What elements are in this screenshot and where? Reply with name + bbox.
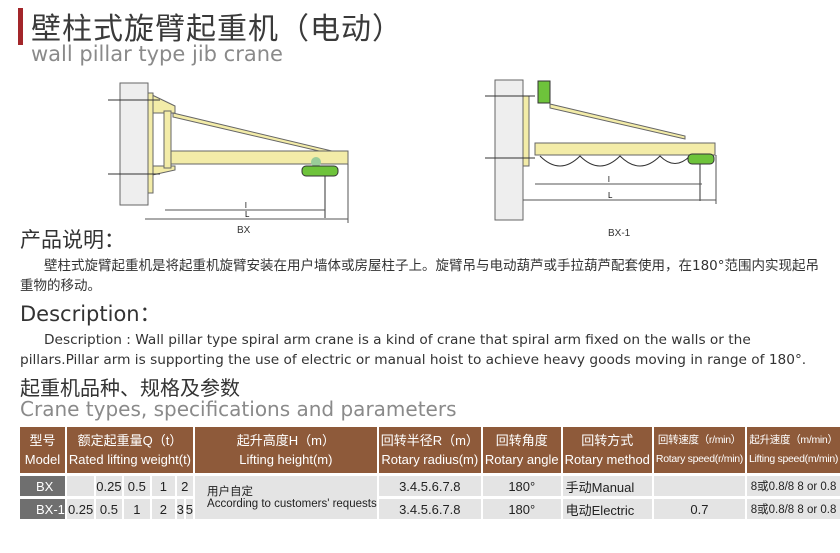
cell-weight: 0.5 [96,499,122,522]
dim-large-label: L [245,210,250,219]
cell-weight [66,476,95,499]
cell-angle: 180° [482,499,561,522]
diagram-bx: l L BX [108,82,349,236]
page-subtitle: wall pillar type jib crane [31,42,283,66]
diagram-label: BX-1 [608,228,631,239]
col-header-radius: 回转半径R（m）Rotary radius(m) [378,427,481,476]
product-desc-text: 壁柱式旋臂起重机是将起重机旋臂安装在用户墙体或房屋柱子上。旋臂吊与电动葫芦或手拉… [20,258,820,294]
cell-rotary-speed: 0.7 [653,499,745,522]
dim-large-label: L [608,191,613,200]
cell-weight: 1 [123,499,151,522]
title-accent-bar [18,8,23,45]
specs-heading-cn: 起重机品种、规格及参数 [20,376,240,400]
cell-model: BX [20,476,65,499]
cell-lifting-speed: 8或0.8/8 8 or 0.8 [746,499,840,522]
cell-weight: 0.5 [123,476,151,499]
col-header-weight: 额定起重量Q（t）Rated lifting weight(t) [66,427,194,476]
cell-radius: 3.4.5.6.7.8 [378,499,481,522]
cell-lifting-speed: 8或0.8/8 8 or 0.8 [746,476,840,499]
cell-weight: 5 [185,499,194,522]
cell-method: 电动Electric [562,499,652,522]
cell-weight: 2 [152,499,175,522]
diagram-label: BX [237,225,251,236]
cell-method: 手动Manual [562,476,652,499]
cell-weight: 2 [176,476,194,499]
table-row: BX-1 0.25 0.5 1 2 3 5 3.4.5.6.7.8 180° 电… [20,499,840,522]
cell-weight: 0.25 [66,499,95,522]
col-header-lifting-speed: 起升速度（m/min）Lifting speed(m/min) [746,427,840,476]
cell-weight: 0.25 [96,476,122,499]
page-title: 壁柱式旋臂起重机（电动） [31,12,403,47]
description-text: Description : Wall pillar type spiral ar… [20,332,807,368]
product-desc-heading: 产品说明： [20,228,125,252]
cell-radius: 3.4.5.6.7.8 [378,476,481,499]
cell-rotary-speed [653,476,745,499]
dim-small-label: l [608,175,610,184]
diagram-bx-1: l L BX-1 [485,79,717,239]
col-header-height: 起升高度H（m）Lifting height(m) [195,427,377,476]
dim-small-label: l [245,201,247,210]
description-heading: Description： [20,302,161,326]
cell-weight: 1 [152,476,175,499]
specs-heading-en: Crane types, specifications and paramete… [20,397,457,421]
cell-model: BX-1 [20,499,65,522]
col-header-rotary-speed: 回转速度（r/min）Rotary speed(r/min) [653,427,745,476]
cell-weight: 3 [176,499,184,522]
cell-angle: 180° [482,476,561,499]
